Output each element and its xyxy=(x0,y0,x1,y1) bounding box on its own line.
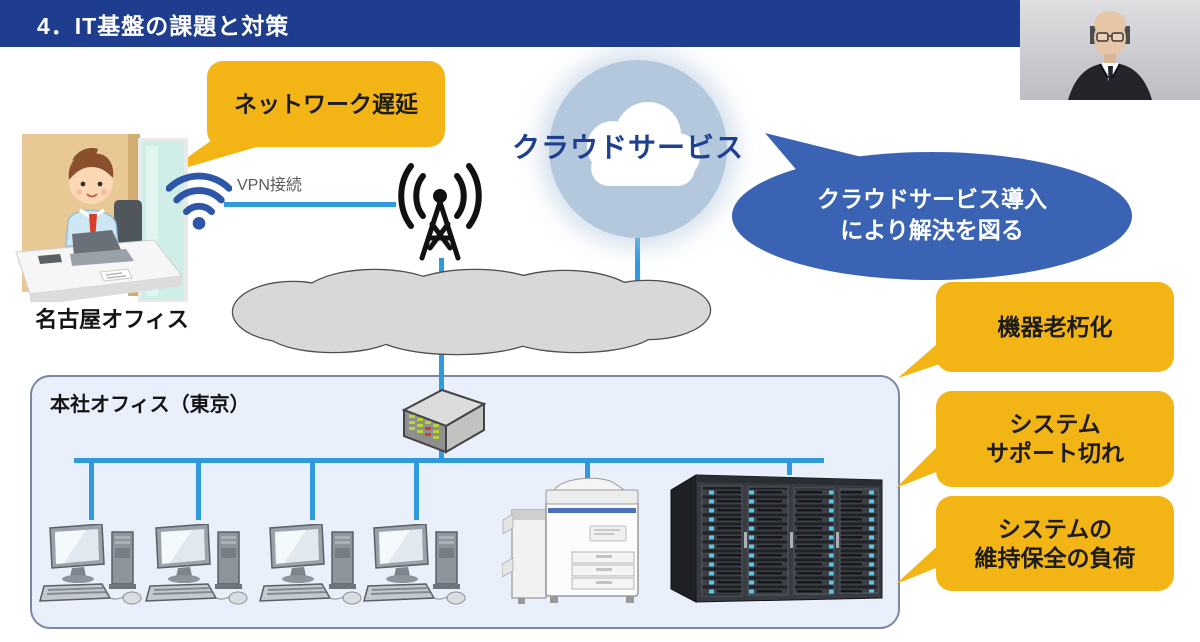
network-cloud-shape xyxy=(231,268,712,356)
network-drop-line xyxy=(585,458,590,484)
solution-line2: により解決を図る xyxy=(840,217,1024,243)
issue-line: システム xyxy=(1009,411,1101,437)
network-drop-line xyxy=(196,458,201,520)
network-drop-line xyxy=(414,458,419,520)
presenter-silhouette xyxy=(1020,0,1200,100)
network-delay-label: ネットワーク遅延 xyxy=(234,90,418,117)
solution-bubble-text: クラウドサービス導入 により解決を図る xyxy=(762,184,1102,246)
router-icon xyxy=(401,388,487,454)
solution-line1: クラウドサービス導入 xyxy=(817,186,1047,212)
nagoya-office-illustration xyxy=(15,134,188,302)
network-delay-callout: ネットワーク遅延 xyxy=(207,61,445,147)
network-drop-line xyxy=(89,458,94,520)
issue-callout-support-expired: システム サポート切れ xyxy=(936,391,1174,487)
nagoya-office-label: 名古屋オフィス xyxy=(35,307,189,332)
issue-callout-maintenance-burden: システムの 維持保全の負荷 xyxy=(936,496,1174,591)
desktop-pc-icon xyxy=(145,524,248,605)
webcam-video xyxy=(1020,0,1200,100)
issue-callout-tail xyxy=(896,440,946,488)
network-drop-line xyxy=(310,458,315,520)
header-bar: 4．IT基盤の課題と対策 xyxy=(0,0,1020,47)
desktop-pc-icon xyxy=(363,524,466,605)
radio-tower-icon xyxy=(398,163,482,261)
server-rack-icon xyxy=(670,474,883,603)
issue-callout-tail xyxy=(896,540,946,584)
issue-callout-equipment-aging: 機器老朽化 xyxy=(936,282,1174,372)
copier-printer-icon xyxy=(502,477,639,604)
page-title: 4．IT基盤の課題と対策 xyxy=(37,12,290,39)
network-drop-line xyxy=(787,458,792,475)
vpn-label: VPN接続 xyxy=(237,177,302,194)
cloud-service-label: クラウドサービス xyxy=(512,132,745,163)
cloud-service-line xyxy=(635,214,640,292)
desktop-pc-icon xyxy=(259,524,362,605)
issue-line: システムの xyxy=(997,515,1113,542)
issue-line: 機器老朽化 xyxy=(997,313,1113,340)
head-office-label: 本社オフィス（東京） xyxy=(50,394,250,416)
network-bus-line xyxy=(74,458,824,463)
desktop-pc-icon xyxy=(39,524,142,605)
issue-callout-tail xyxy=(898,338,946,378)
issue-line: サポート切れ xyxy=(986,440,1124,466)
cloud-icon xyxy=(587,102,700,186)
solution-bubble xyxy=(732,133,1132,280)
issue-line: 維持保全の負荷 xyxy=(974,544,1136,571)
wifi-icon xyxy=(166,172,232,230)
vpn-connection-line xyxy=(224,202,396,207)
